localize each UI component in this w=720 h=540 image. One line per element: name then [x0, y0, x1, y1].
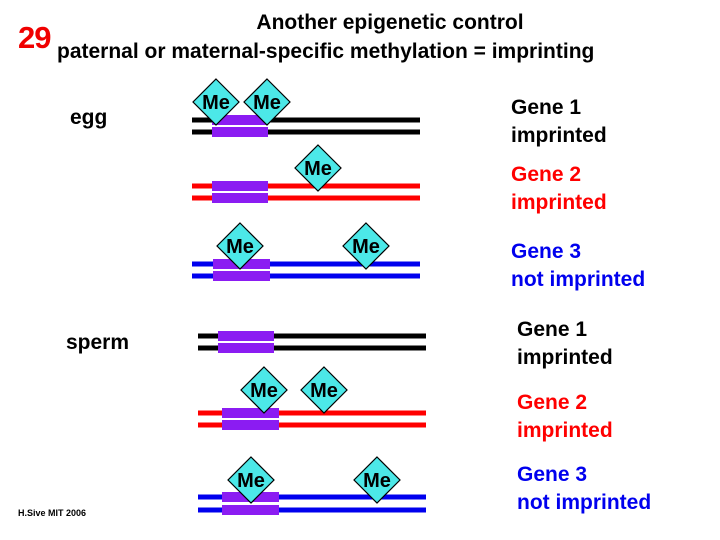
slide-subtitle: paternal or maternal-specific methylatio… — [57, 40, 595, 63]
egg-gene3-promoter-2 — [213, 271, 270, 281]
sperm-gene2-dna-strand-1 — [198, 410, 426, 416]
egg-gene2-methyl-diamond-1 — [294, 144, 342, 192]
gene-status: not imprinted — [517, 491, 652, 514]
gene-status: imprinted — [517, 346, 613, 369]
gene-name: Gene 1 — [517, 318, 588, 341]
egg-gene3-methyl-label-1: Me — [226, 236, 254, 258]
egg-gene3-dna-strand-1 — [192, 261, 420, 267]
gene-status: not imprinted — [511, 268, 646, 291]
gene-name: Gene 2 — [517, 391, 588, 414]
egg-gene2-promoter-2 — [212, 193, 268, 203]
egg-gene2-label: Gene 2 imprinted — [511, 161, 607, 217]
sperm-gene3-methyl-label-1: Me — [237, 470, 265, 492]
egg-gene3-methyl-label-2: Me — [352, 236, 380, 258]
sperm-gene2-methyl-diamond-2 — [300, 366, 348, 414]
egg-gene2-dna-strand-1 — [192, 183, 420, 189]
sperm-gene3-dna-strand-2 — [198, 507, 426, 513]
egg-gene3-methyl-diamond-2 — [342, 222, 390, 270]
sperm-gene3-methyl-diamond-2 — [353, 456, 401, 504]
egg-gene1-dna-strand-1 — [192, 117, 420, 123]
gene-name: Gene 3 — [511, 240, 582, 263]
sperm-gene3-promoter-2 — [222, 505, 279, 515]
sperm-label: sperm — [66, 331, 130, 354]
sperm-gene1-promoter-1 — [218, 331, 274, 341]
slide-number: 29 — [18, 20, 51, 55]
gene-status: imprinted — [511, 124, 607, 147]
sperm-gene2-dna-strand-2 — [198, 422, 426, 428]
sperm-gene3-methyl-label-2: Me — [363, 470, 391, 492]
egg-gene1-methyl-label-1: Me — [202, 92, 230, 114]
egg-gene1-dna-strand-2 — [192, 129, 420, 135]
gene-status: imprinted — [511, 191, 607, 214]
sperm-gene2-methyl-label-1: Me — [250, 380, 278, 402]
sperm-gene1-label: Gene 1 imprinted — [517, 316, 613, 372]
sperm-gene1-promoter-2 — [218, 343, 274, 353]
egg-label: egg — [70, 106, 108, 129]
credit: H.Sive MIT 2006 — [18, 508, 87, 518]
sperm-gene1-dna-strand-1 — [198, 333, 426, 339]
egg-gene1-label: Gene 1 imprinted — [511, 94, 607, 150]
gene-status: imprinted — [517, 419, 613, 442]
gene-name: Gene 2 — [511, 163, 582, 186]
sperm-gene2-methyl-diamond-1 — [240, 366, 288, 414]
gene-name: Gene 1 — [511, 96, 582, 119]
gene-name: Gene 3 — [517, 463, 588, 486]
egg-gene2-promoter-1 — [212, 181, 268, 191]
slide-title: Another epigenetic control — [256, 11, 524, 34]
egg-gene3-methyl-diamond-1 — [216, 222, 264, 270]
sperm-gene2-label: Gene 2 imprinted — [517, 389, 613, 445]
sperm-gene3-methyl-diamond-1 — [227, 456, 275, 504]
sperm-gene3-dna-strand-1 — [198, 494, 426, 500]
egg-gene1-promoter-2 — [212, 127, 268, 137]
sperm-gene2-promoter-2 — [222, 420, 279, 430]
egg-gene1-methyl-diamond-1 — [192, 78, 240, 126]
egg-gene2-methyl-label-1: Me — [304, 158, 332, 180]
egg-gene1-methyl-label-2: Me — [253, 92, 281, 114]
egg-gene3-dna-strand-2 — [192, 273, 420, 279]
egg-gene2-dna-strand-2 — [192, 195, 420, 201]
egg-gene3-label: Gene 3 not imprinted — [511, 238, 645, 294]
sperm-gene2-methyl-label-2: Me — [310, 380, 338, 402]
sperm-gene3-label: Gene 3 not imprinted — [517, 461, 651, 517]
egg-gene1-promoter-1 — [212, 115, 268, 125]
sperm-gene1-dna-strand-2 — [198, 345, 426, 351]
sperm-gene2-promoter-1 — [222, 408, 279, 418]
egg-gene1-methyl-diamond-2 — [243, 78, 291, 126]
